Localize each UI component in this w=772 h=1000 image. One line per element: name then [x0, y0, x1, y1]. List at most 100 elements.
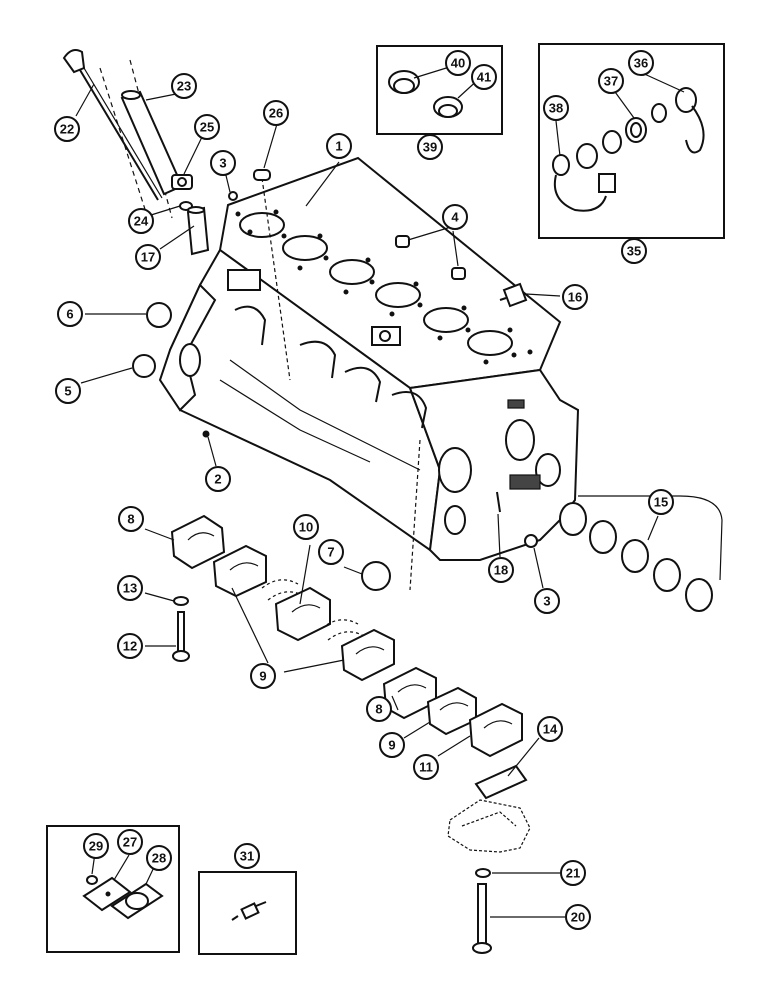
crankcase-webs [219, 269, 428, 471]
callout-8-upper: 8 [118, 506, 144, 532]
svg-text:20: 20 [571, 910, 585, 925]
svg-text:8: 8 [375, 702, 382, 717]
svg-text:4: 4 [451, 210, 459, 225]
callout-29: 29 [83, 833, 109, 859]
callout-40: 40 [445, 50, 471, 76]
oil-pump-ghost [447, 799, 531, 853]
bearing-cap-9-upper [212, 544, 267, 598]
callout-9-upper: 9 [250, 663, 276, 689]
svg-text:16: 16 [568, 290, 582, 305]
engine-block [158, 156, 580, 591]
leader-lines [75, 64, 685, 918]
seal-40 [388, 70, 420, 94]
plug-3-bottom [524, 534, 538, 548]
svg-text:7: 7 [327, 545, 334, 560]
callout-41: 41 [471, 64, 497, 90]
svg-text:5: 5 [64, 384, 71, 399]
callout-12: 12 [117, 633, 143, 659]
gasket-28 [110, 882, 164, 920]
svg-text:31: 31 [240, 849, 254, 864]
plug-7 [361, 561, 391, 591]
fitting-16 [499, 282, 528, 308]
bearing-cap-10 [274, 586, 331, 642]
callout-10: 10 [293, 514, 319, 540]
callout-3-bottom: 3 [534, 588, 560, 614]
callout-21: 21 [560, 860, 586, 886]
svg-text:26: 26 [269, 106, 283, 121]
tube-bracket [171, 174, 193, 190]
dipstick [62, 49, 173, 226]
callout-2: 2 [205, 466, 231, 492]
svg-text:14: 14 [543, 722, 558, 737]
bearing-cap-9-middle [340, 628, 395, 682]
seal-41 [433, 96, 463, 118]
callout-26: 26 [263, 100, 289, 126]
inset-box-27-28-29 [46, 825, 180, 953]
plugs-4 [395, 235, 466, 280]
callout-27: 27 [117, 829, 143, 855]
svg-text:6: 6 [66, 307, 73, 322]
svg-text:10: 10 [299, 520, 313, 535]
callout-14: 14 [537, 716, 563, 742]
svg-text:12: 12 [123, 639, 137, 654]
callout-16: 16 [562, 284, 588, 310]
heater-36 [675, 87, 705, 154]
inset-box-31 [198, 871, 297, 955]
plug-5 [132, 354, 156, 378]
bolt-20 [472, 883, 492, 954]
svg-text:17: 17 [141, 250, 155, 265]
svg-text:3: 3 [219, 156, 226, 171]
callout-15: 15 [648, 489, 674, 515]
svg-text:35: 35 [627, 244, 641, 259]
svg-text:22: 22 [60, 122, 74, 137]
sensor-31 [231, 901, 267, 921]
callout-35: 35 [621, 238, 647, 264]
plug-2 [202, 430, 210, 438]
svg-text:36: 36 [634, 56, 648, 71]
callout-6: 6 [57, 301, 83, 327]
svg-text:18: 18 [494, 563, 508, 578]
bearing-shells-middle [321, 619, 365, 641]
svg-text:23: 23 [177, 79, 191, 94]
callout-39: 39 [417, 134, 443, 160]
plate-14 [474, 764, 528, 800]
svg-text:41: 41 [477, 70, 491, 85]
pin-18 [496, 491, 501, 513]
svg-text:21: 21 [566, 866, 580, 881]
washer-13 [173, 596, 189, 606]
svg-text:2: 2 [214, 472, 221, 487]
svg-text:9: 9 [388, 738, 395, 753]
svg-text:38: 38 [549, 101, 563, 116]
callout-31: 31 [234, 843, 260, 869]
callout-28: 28 [146, 845, 172, 871]
heater-cord-38 [552, 154, 616, 212]
callout-4: 4 [442, 204, 468, 230]
bearing-cap-8-upper [170, 514, 226, 570]
svg-text:13: 13 [123, 581, 137, 596]
svg-text:3: 3 [543, 594, 550, 609]
head-bolt-holes [235, 209, 533, 365]
callout-36: 36 [628, 50, 654, 76]
callout-23: 23 [171, 73, 197, 99]
callout-3-top: 3 [210, 150, 236, 176]
callout-8-lower: 8 [366, 696, 392, 722]
cylinder-bores [239, 212, 513, 356]
svg-text:25: 25 [200, 120, 214, 135]
callout-11: 11 [413, 754, 439, 780]
callout-5: 5 [55, 378, 81, 404]
svg-text:1: 1 [335, 139, 342, 154]
bolt-12 [172, 611, 190, 662]
bearing-shells-upper [261, 579, 305, 601]
svg-text:15: 15 [654, 495, 668, 510]
svg-text:37: 37 [604, 74, 618, 89]
svg-text:40: 40 [451, 56, 465, 71]
bearing-cap-11 [468, 702, 523, 758]
callout-24: 24 [128, 208, 154, 234]
svg-text:8: 8 [127, 512, 134, 527]
callout-18: 18 [488, 557, 514, 583]
svg-text:29: 29 [89, 839, 103, 854]
callout-17: 17 [135, 244, 161, 270]
callout-38: 38 [543, 95, 569, 121]
heater-element-parts [576, 130, 622, 169]
